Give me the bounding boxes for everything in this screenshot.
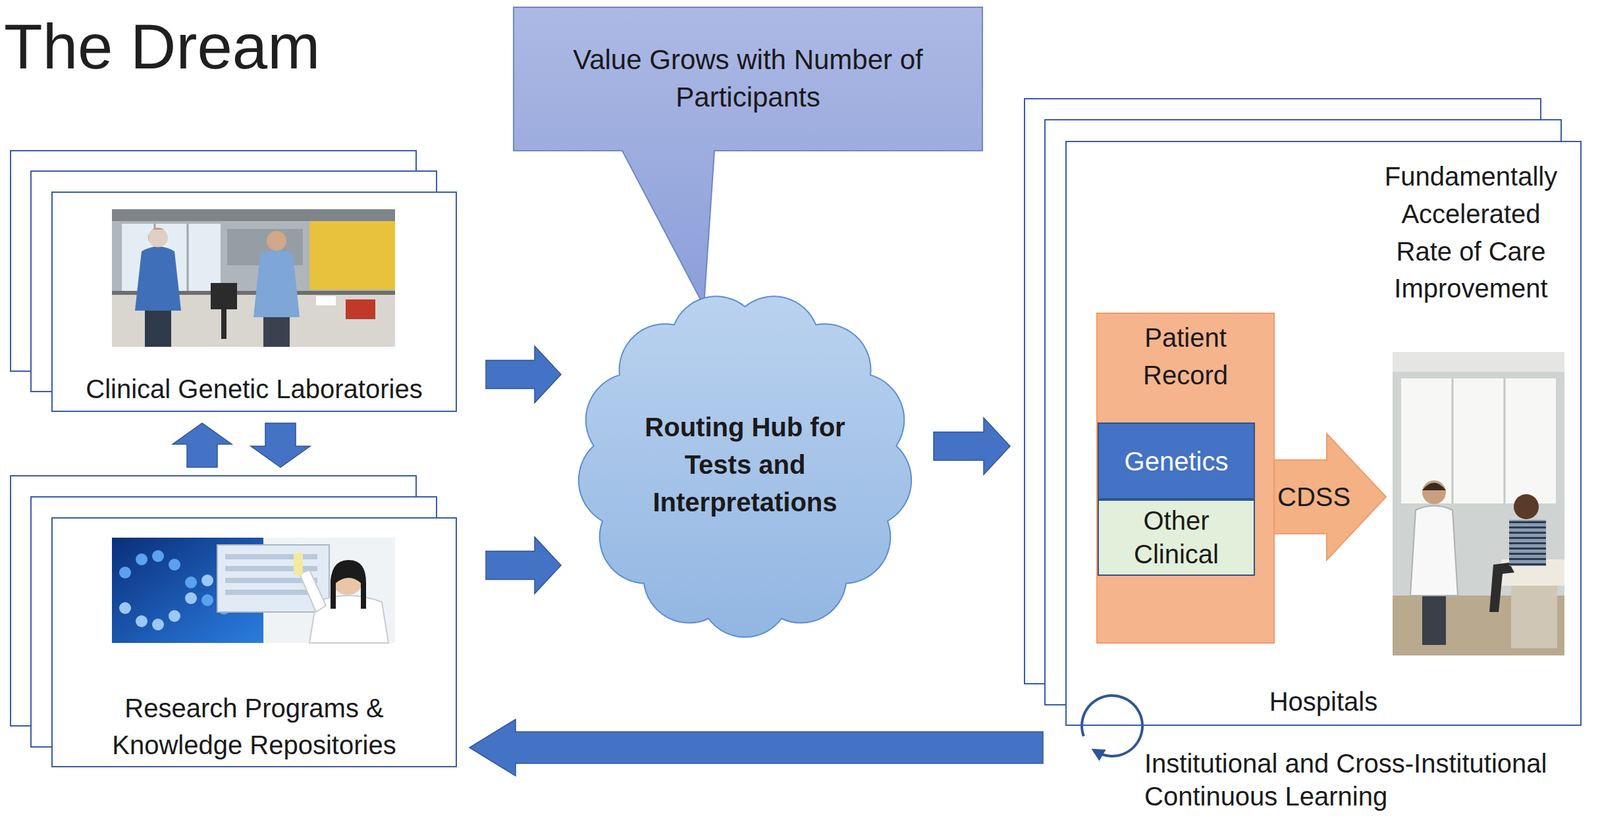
lab-photo	[263, 316, 290, 347]
other-clinical-box: Other Clinical	[1097, 499, 1255, 577]
hospital-photo	[1513, 494, 1539, 520]
genetics-box-text-slot: Genetics	[1098, 445, 1254, 478]
patient-record-box: Patient RecordGeneticsOther Clinical	[1096, 312, 1275, 644]
lab-photo	[309, 221, 396, 290]
lab-box-stack	[10, 150, 457, 413]
hospitals-box-text-slot: Fundamentally Accelerated Rate of Care I…	[1372, 158, 1570, 308]
research-photo	[168, 610, 181, 623]
node-text: Other Clinical	[1110, 504, 1243, 572]
learning-note: Institutional and Cross-Institutional Co…	[1144, 747, 1593, 814]
block-arrow	[250, 423, 311, 468]
research-photo	[119, 566, 132, 579]
hospital-photo	[1509, 520, 1547, 567]
callout-shape	[513, 7, 983, 307]
lab-photo	[111, 209, 396, 347]
lab-photo	[111, 209, 396, 222]
block-arrow	[485, 537, 561, 594]
research-photo	[152, 550, 164, 563]
research-photo	[201, 594, 214, 607]
hospital-photo	[1451, 378, 1454, 504]
node-text: Patient Record	[1114, 319, 1257, 395]
hospital-photo	[1401, 378, 1556, 504]
research-photo	[152, 618, 164, 631]
hospitals-box-text-slot: Hospitals	[1066, 686, 1581, 718]
hospital-photo	[1511, 586, 1558, 649]
research-photo	[330, 560, 367, 610]
lab-photo	[253, 250, 300, 319]
lab-photo	[148, 227, 168, 248]
research-box: Research Programs & Knowledge Repositori…	[51, 517, 457, 768]
patient-record-box-text-slot: Patient Record	[1110, 319, 1261, 395]
lab-photo	[144, 308, 172, 347]
node-text: Fundamentally Accelerated Rate of Care I…	[1372, 158, 1570, 308]
lab-box-stack	[51, 191, 457, 413]
research-photo	[185, 592, 197, 605]
cloud-node: Routing Hub for Tests and Interpretation…	[571, 285, 919, 645]
hospital-photo	[1422, 480, 1446, 505]
research-photo	[168, 559, 181, 571]
node-text: Hospitals	[1066, 686, 1581, 718]
block-arrow	[469, 719, 1043, 777]
research-photo	[225, 566, 318, 572]
other-clinical-box-text-slot: Other Clinical	[1098, 504, 1254, 572]
research-photo	[135, 615, 148, 628]
diagram-title: The Dream	[3, 10, 320, 83]
research-photo	[135, 553, 148, 566]
node-text: Value Grows with Number of Participants	[537, 41, 959, 116]
lab-photo	[148, 229, 169, 247]
hospital-box-stack	[1065, 140, 1582, 727]
research-box-stack	[51, 517, 457, 768]
lab-photo	[111, 209, 396, 347]
research-photo	[111, 537, 396, 644]
research-photo	[201, 574, 214, 587]
hospital-photo	[1422, 594, 1446, 646]
node-text: Clinical Genetic Laboratories	[52, 372, 456, 407]
callout-box: Value Grows with Number of Participants	[513, 7, 983, 151]
research-photo	[225, 589, 318, 596]
hospital-photo	[1392, 352, 1565, 656]
hospitals-box: Fundamentally Accelerated Rate of Care I…	[1065, 140, 1582, 727]
lab-photo	[316, 296, 336, 306]
node-text: Routing Hub for Tests and Interpretation…	[636, 408, 854, 521]
lab-photo	[345, 299, 376, 320]
lab-photo	[266, 231, 287, 251]
hospital-photo	[1392, 352, 1565, 656]
cloud-node-text-slot: Routing Hub for Tests and Interpretation…	[571, 408, 919, 521]
node-text: Research Programs & Knowledge Repositori…	[102, 690, 406, 764]
lab-photo	[134, 246, 182, 312]
hospital-photo	[1503, 378, 1506, 504]
block-arrow	[172, 423, 232, 468]
research-photo	[119, 602, 132, 615]
hospital-box-stack	[1024, 98, 1582, 727]
cdss-label-slot: CDSS	[1277, 481, 1351, 513]
learning-note-slot: Institutional and Cross-Institutional Co…	[1144, 747, 1593, 814]
node-text: Genetics	[1098, 445, 1254, 478]
research-photo	[217, 545, 330, 613]
research-box-stack	[10, 476, 457, 768]
research-photo	[185, 576, 197, 589]
hospital-photo	[1410, 506, 1458, 597]
cloud-outline	[578, 296, 912, 638]
cdss-label: CDSS	[1277, 481, 1351, 513]
hospital-photo	[1489, 562, 1515, 613]
research-box-text-slot: Research Programs & Knowledge Repositori…	[52, 690, 456, 764]
hospital-photo	[1392, 352, 1565, 373]
research-photo	[299, 570, 326, 613]
research-photo	[225, 554, 318, 560]
lab-box: Clinical Genetic Laboratories	[51, 191, 457, 413]
callout-box-text-slot: Value Grows with Number of Participants	[513, 41, 983, 116]
research-photo	[111, 537, 396, 644]
block-arrow	[485, 346, 561, 403]
title-slot: The Dream	[3, 10, 320, 83]
hospital-photo	[1422, 483, 1446, 492]
lab-photo	[221, 309, 227, 340]
lab-box-text-slot: Clinical Genetic Laboratories	[52, 372, 456, 407]
research-photo	[293, 553, 303, 576]
callout-shape	[513, 7, 983, 307]
lab-photo	[186, 223, 189, 294]
genetics-box: Genetics	[1097, 422, 1255, 500]
lab-photo	[210, 283, 238, 310]
block-arrow	[933, 418, 1011, 475]
